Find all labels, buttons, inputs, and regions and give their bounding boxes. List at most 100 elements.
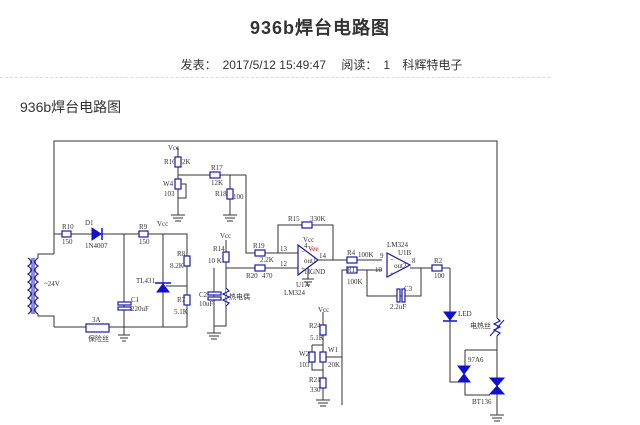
diode-d1	[91, 227, 103, 241]
u1b-label: U1B	[398, 249, 412, 257]
r17-label: R17	[211, 164, 223, 172]
u1b-pin8: 8	[412, 257, 416, 265]
r2-label: R2	[434, 257, 443, 265]
r8-label: R8	[177, 250, 186, 258]
r9-value: 150	[139, 238, 150, 246]
w1-value: 20K	[328, 361, 340, 369]
w4-label: W4	[163, 180, 174, 188]
w2-label: W2	[299, 350, 310, 358]
capacitor-c3	[396, 288, 406, 303]
u1a-pin4: 4	[304, 242, 308, 250]
u1b-part: LM324	[387, 241, 409, 249]
capacitor-c1	[117, 301, 132, 311]
resistor-r19	[254, 249, 266, 257]
thermocouple-icon	[221, 287, 231, 307]
capacitor-c2	[207, 291, 222, 301]
vcc-label-4: Vcc	[303, 236, 314, 244]
r1-value: 100K	[347, 278, 363, 286]
opamp-u1b	[386, 252, 412, 278]
fuse	[85, 323, 110, 333]
r1-label: R1	[347, 266, 356, 274]
c2-value: 10uF	[199, 300, 214, 308]
content-heading: 936b焊台电路图	[20, 99, 122, 115]
resistor-r7	[183, 294, 191, 306]
resistor-r10	[61, 230, 72, 238]
potentiometer-w4	[174, 178, 182, 190]
c1-value: 220uF	[131, 305, 149, 313]
resistor-r1	[346, 266, 358, 274]
r18-value: 100	[233, 193, 244, 201]
r9-label: R9	[139, 223, 148, 231]
d1-value: 1N4007	[85, 242, 108, 250]
u1a-part: LM324	[284, 289, 306, 297]
r10-value: 150	[62, 238, 73, 246]
fuse-label: 保险丝	[88, 334, 109, 343]
r19-label: R19	[253, 242, 265, 250]
r21-label: R21	[309, 376, 321, 384]
heater-label: 电热丝	[470, 321, 491, 330]
resistor-r8	[183, 255, 191, 267]
c2-label: C2	[199, 291, 208, 299]
transformer: ~24V	[26, 253, 60, 327]
published-label-text: 发表：	[180, 58, 217, 72]
vcc-label-3: Vcc	[220, 232, 231, 240]
triac-97a6	[457, 365, 471, 383]
u1b-pin10: 10	[375, 266, 383, 274]
tl431-label: TL431	[136, 277, 156, 285]
u1a-gnd: GND	[310, 268, 325, 276]
resistor-r4	[346, 256, 358, 264]
c1-label: C1	[131, 296, 140, 304]
r20-label: R20	[246, 272, 258, 280]
resistor-r2	[431, 264, 443, 272]
r16-label: R16	[164, 158, 176, 166]
vcc-label-5: Vcc	[318, 306, 329, 314]
u1a-pin14: 14	[319, 252, 327, 260]
published-date: 2017/5/12 15:49:47	[222, 58, 327, 72]
resistor-r14	[222, 251, 230, 263]
led-icon	[443, 311, 457, 322]
u1b-pin9: 9	[380, 252, 384, 260]
r7-label: R7	[177, 296, 186, 304]
article-meta: 发表： 2017/5/12 15:49:47 阅读： 1 科辉特电子	[0, 56, 640, 73]
q2-label: BT136	[472, 398, 492, 406]
resistor-r18	[226, 188, 234, 200]
r4-value: 100K	[358, 251, 374, 259]
r18-label: R18	[215, 190, 227, 198]
resistor-r15	[301, 221, 313, 229]
wire-top-loop	[53, 140, 498, 318]
resistor-r16	[174, 156, 182, 168]
ac-voltage-label: ~24V	[44, 280, 60, 288]
vcc-label-2: Vcc	[168, 144, 179, 152]
r7-value: 5.1K	[174, 308, 188, 316]
resistor-r20	[254, 264, 266, 272]
reads-count: 阅读： 1	[338, 58, 393, 72]
r15-label: R15	[288, 215, 300, 223]
w2-value: 103	[299, 361, 310, 369]
published-label: 发表： 2017/5/12 15:49:47	[178, 58, 329, 72]
triac-bt136	[488, 377, 506, 395]
resistor-r24	[319, 324, 327, 336]
w4-value: 103	[164, 190, 175, 198]
u1a-out-label: out1	[304, 257, 317, 265]
reads-value: 1	[383, 58, 391, 72]
r17-value: 12K	[211, 179, 223, 187]
r4-label: R4	[347, 249, 356, 257]
r16-value: 2K	[182, 158, 191, 166]
fuse-rating: 3A	[92, 316, 101, 324]
r14-value: 10 K	[208, 257, 222, 265]
u1b-out-label: out2	[394, 262, 407, 270]
c3-value: 2.2uF	[390, 303, 406, 311]
potentiometer-w1	[319, 351, 327, 363]
w1-label: W1	[328, 346, 339, 354]
u1a-minus: −	[301, 248, 305, 256]
u1a-vee: Vee	[308, 245, 319, 253]
r21-value: 330	[310, 386, 321, 394]
resistor-r21	[319, 377, 327, 389]
author-link[interactable]: 科辉特电子	[402, 58, 463, 72]
r24-label: R24	[309, 322, 321, 330]
resistor-r17	[209, 171, 221, 179]
resistor-r9	[138, 230, 149, 238]
circuit-schematic-image: ~24V R10 150 D1 1N4007 R9 150 Vcc R8 8.2…	[26, 140, 506, 422]
reads-label-text: 阅读：	[341, 58, 378, 72]
u1a-pin12: 12	[280, 260, 288, 268]
